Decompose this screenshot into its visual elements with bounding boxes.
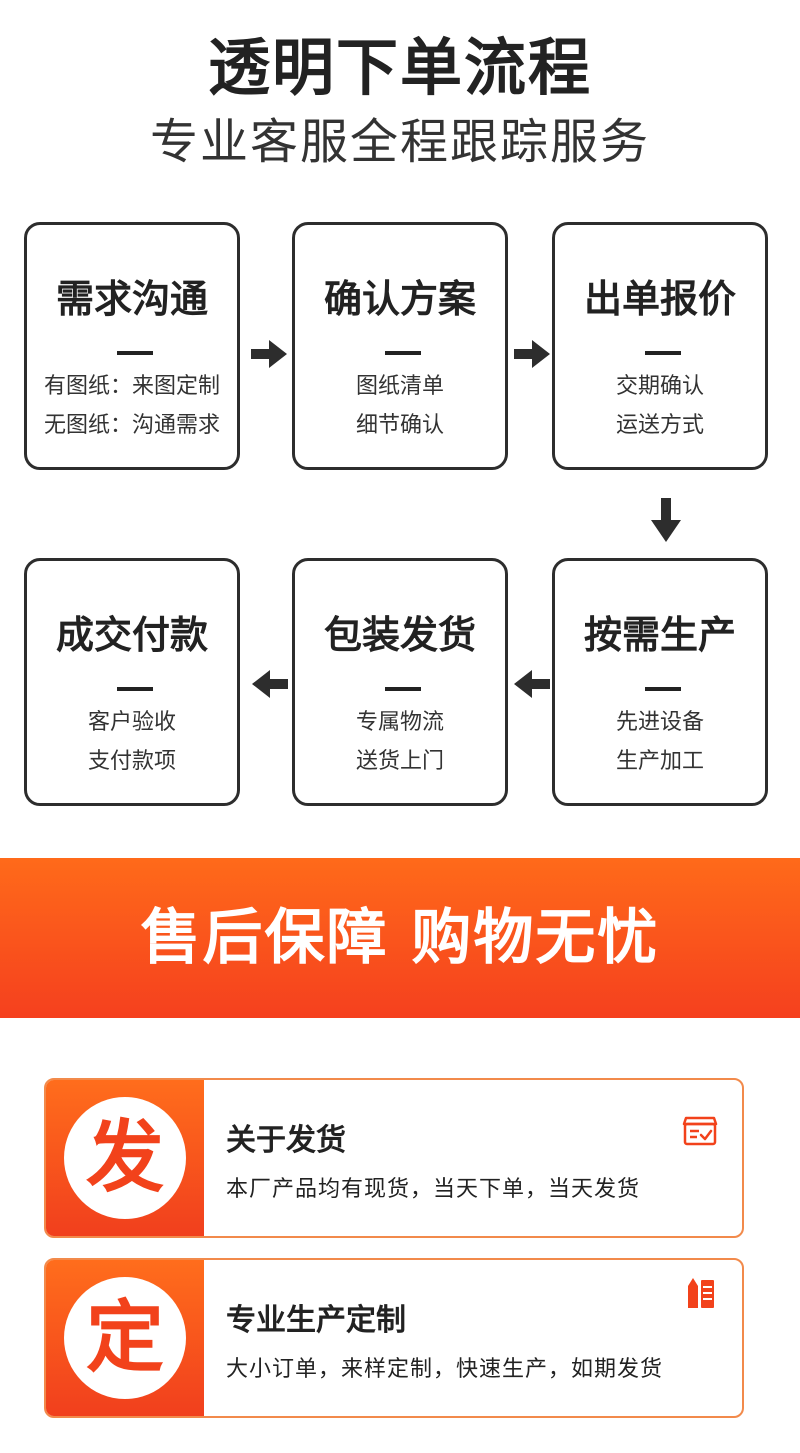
step-detail: 有图纸：来图定制 (43, 374, 220, 399)
step-divider (385, 351, 421, 355)
step-divider (117, 687, 153, 691)
step-divider (645, 351, 681, 355)
step-divider (385, 687, 421, 691)
arrow-right-icon (251, 340, 287, 368)
step-detail: 细节确认 (355, 413, 444, 438)
step-quotation: 出单报价 交期确认 运送方式 (552, 222, 768, 470)
step-detail: 无图纸：沟通需求 (43, 413, 220, 438)
step-divider (117, 351, 153, 355)
after-sales-banner: 售后保障 购物无忧 (0, 858, 800, 1018)
step-title: 成交付款 (55, 613, 208, 657)
step-requirement-communication: 需求沟通 有图纸：来图定制 无图纸：沟通需求 (24, 222, 240, 470)
card-badge-circle: 发 (64, 1097, 186, 1219)
step-detail: 图纸清单 (355, 374, 444, 399)
card-badge: 定 (46, 1260, 204, 1416)
arrow-left-icon (514, 670, 550, 698)
step-detail: 支付款项 (87, 749, 176, 774)
page-subtitle: 专业客服全程跟踪服务 (149, 114, 650, 170)
step-detail: 送货上门 (355, 749, 444, 774)
banner-text: 售后保障 购物无忧 (140, 903, 660, 973)
step-title: 需求沟通 (55, 277, 208, 321)
step-title: 确认方案 (323, 277, 476, 321)
step-detail: 运送方式 (615, 413, 704, 438)
arrow-left-icon (252, 670, 288, 698)
card-badge-char: 定 (85, 1293, 164, 1383)
custom-production-card: 定 专业生产定制 大小订单，来样定制，快速生产，如期发货 (44, 1258, 744, 1418)
card-description: 本厂产品均有现货，当天下单，当天发货 (226, 1177, 641, 1202)
arrow-right-icon (514, 340, 550, 368)
delivery-box-icon (682, 1116, 718, 1146)
step-payment: 成交付款 客户验收 支付款项 (24, 558, 240, 806)
card-badge-circle: 定 (64, 1277, 186, 1399)
step-title: 出单报价 (583, 277, 736, 321)
arrow-down-icon (651, 498, 681, 542)
step-production: 按需生产 先进设备 生产加工 (552, 558, 768, 806)
step-packing-shipping: 包装发货 专属物流 送货上门 (292, 558, 508, 806)
step-detail: 客户验收 (87, 710, 176, 735)
card-title: 专业生产定制 (226, 1303, 406, 1338)
card-badge: 发 (46, 1080, 204, 1236)
step-detail: 专属物流 (355, 710, 444, 735)
step-detail: 先进设备 (615, 710, 704, 735)
step-divider (645, 687, 681, 691)
custom-production-icon (688, 1278, 714, 1308)
card-description: 大小订单，来样定制，快速生产，如期发货 (226, 1357, 664, 1382)
page-title: 透明下单流程 (207, 31, 592, 104)
step-title: 按需生产 (583, 613, 736, 657)
card-title: 关于发货 (226, 1123, 346, 1158)
step-detail: 生产加工 (615, 749, 704, 774)
step-confirm-plan: 确认方案 图纸清单 细节确认 (292, 222, 508, 470)
shipping-card: 发 关于发货 本厂产品均有现货，当天下单，当天发货 (44, 1078, 744, 1238)
step-detail: 交期确认 (615, 374, 704, 399)
card-badge-char: 发 (85, 1113, 164, 1203)
step-title: 包装发货 (323, 613, 476, 657)
